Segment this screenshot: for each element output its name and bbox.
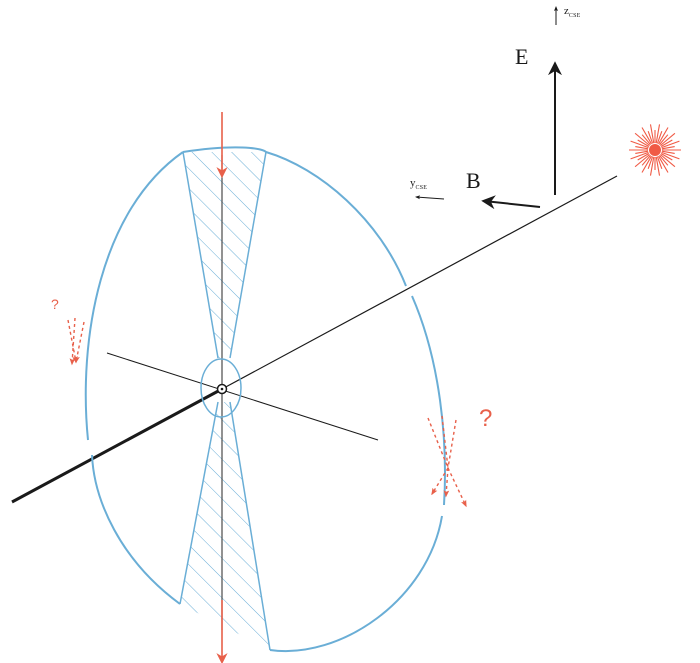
ring-arc-bottom-left	[91, 454, 181, 605]
y-axis-label: yCSE	[410, 177, 427, 191]
sun-icon	[629, 124, 681, 176]
y-axis-arrow	[415, 195, 445, 200]
right-flank-arrows	[427, 415, 467, 508]
ring-arc-upper-right	[265, 151, 407, 287]
sun-earth-line-thick	[11, 387, 223, 504]
sun-earth-line	[221, 175, 618, 390]
earth-ellipse	[200, 358, 242, 418]
left-flank-arrows	[67, 317, 85, 366]
ring-arc-top	[182, 146, 267, 153]
z-axis-label: zCSE	[564, 5, 581, 19]
cusp-top	[182, 151, 267, 359]
unknown-left-label: ?	[51, 296, 59, 312]
magnetosphere-ring	[84, 146, 446, 653]
ring-arc-lower-right	[269, 515, 443, 653]
ring-arc-left	[84, 151, 184, 441]
e-field-label: E	[515, 44, 528, 69]
ring-arc-right	[411, 295, 446, 506]
b-field-arrow	[481, 195, 541, 210]
unknown-right-label: ?	[479, 405, 492, 432]
cusp-bottom	[179, 401, 271, 651]
cross-axis-line	[106, 352, 379, 441]
b-field-label: B	[466, 168, 481, 193]
